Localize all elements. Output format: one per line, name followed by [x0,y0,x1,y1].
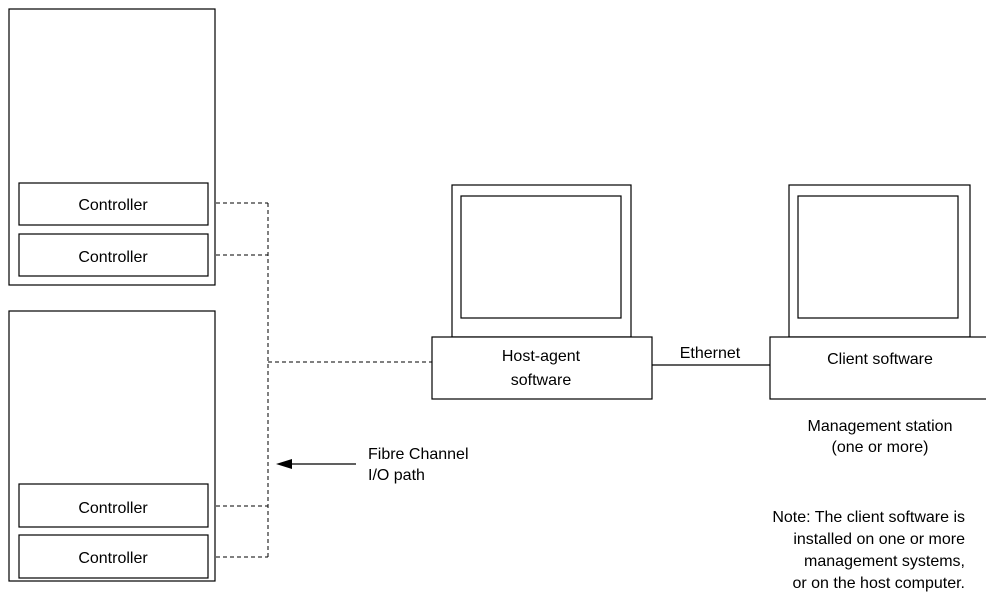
upper-controller-b-box [18,233,209,277]
lower-controller-b-label: Controller [78,550,148,567]
fibre-path-annotation: Fibre Channel I/O path [276,446,469,484]
note-block: Note: The client software is installed o… [772,509,965,592]
upper-controller-a-box [18,182,209,226]
lower-controller-a-box [18,483,209,528]
management-station: Client software Management station (one … [769,184,986,456]
fibre-path-label-line2: I/O path [368,467,425,484]
fibre-path-label-line1: Fibre Channel [368,446,469,463]
host-computer: Host-agent software [431,184,653,400]
note-line-1: Note: The client software is [772,509,965,526]
upper-controller-a-label: Controller [78,197,148,214]
host-agent-label-line1: Host-agent [502,348,581,365]
management-station-label-line1: Management station [808,418,953,435]
ethernet-link: Ethernet [652,345,770,366]
host-agent-box [431,336,653,400]
host-monitor-icon [451,184,632,338]
host-monitor-screen [460,195,622,319]
lower-storage-enclosure [8,310,216,582]
upper-storage-subsystem: Controller Controller [8,8,216,286]
note-line-3: management systems, [804,553,965,570]
upper-storage-enclosure [8,8,216,286]
upper-controller-b-label: Controller [78,249,148,266]
lower-controller-a-label: Controller [78,500,148,517]
management-monitor-screen [797,195,959,319]
fibre-path-arrowhead-icon [276,459,292,469]
client-software-box [769,336,986,400]
ethernet-label: Ethernet [680,345,741,362]
note-line-4: or on the host computer. [792,575,965,592]
management-station-label-line2: (one or more) [832,439,929,456]
lower-storage-subsystem: Controller Controller [8,310,216,582]
host-agent-label-line2: software [511,372,572,389]
note-line-2: installed on one or more [793,531,965,548]
lower-controller-b-box [18,534,209,579]
fibre-channel-connections [216,202,432,558]
management-monitor-icon [788,184,971,338]
client-software-label: Client software [827,351,933,368]
